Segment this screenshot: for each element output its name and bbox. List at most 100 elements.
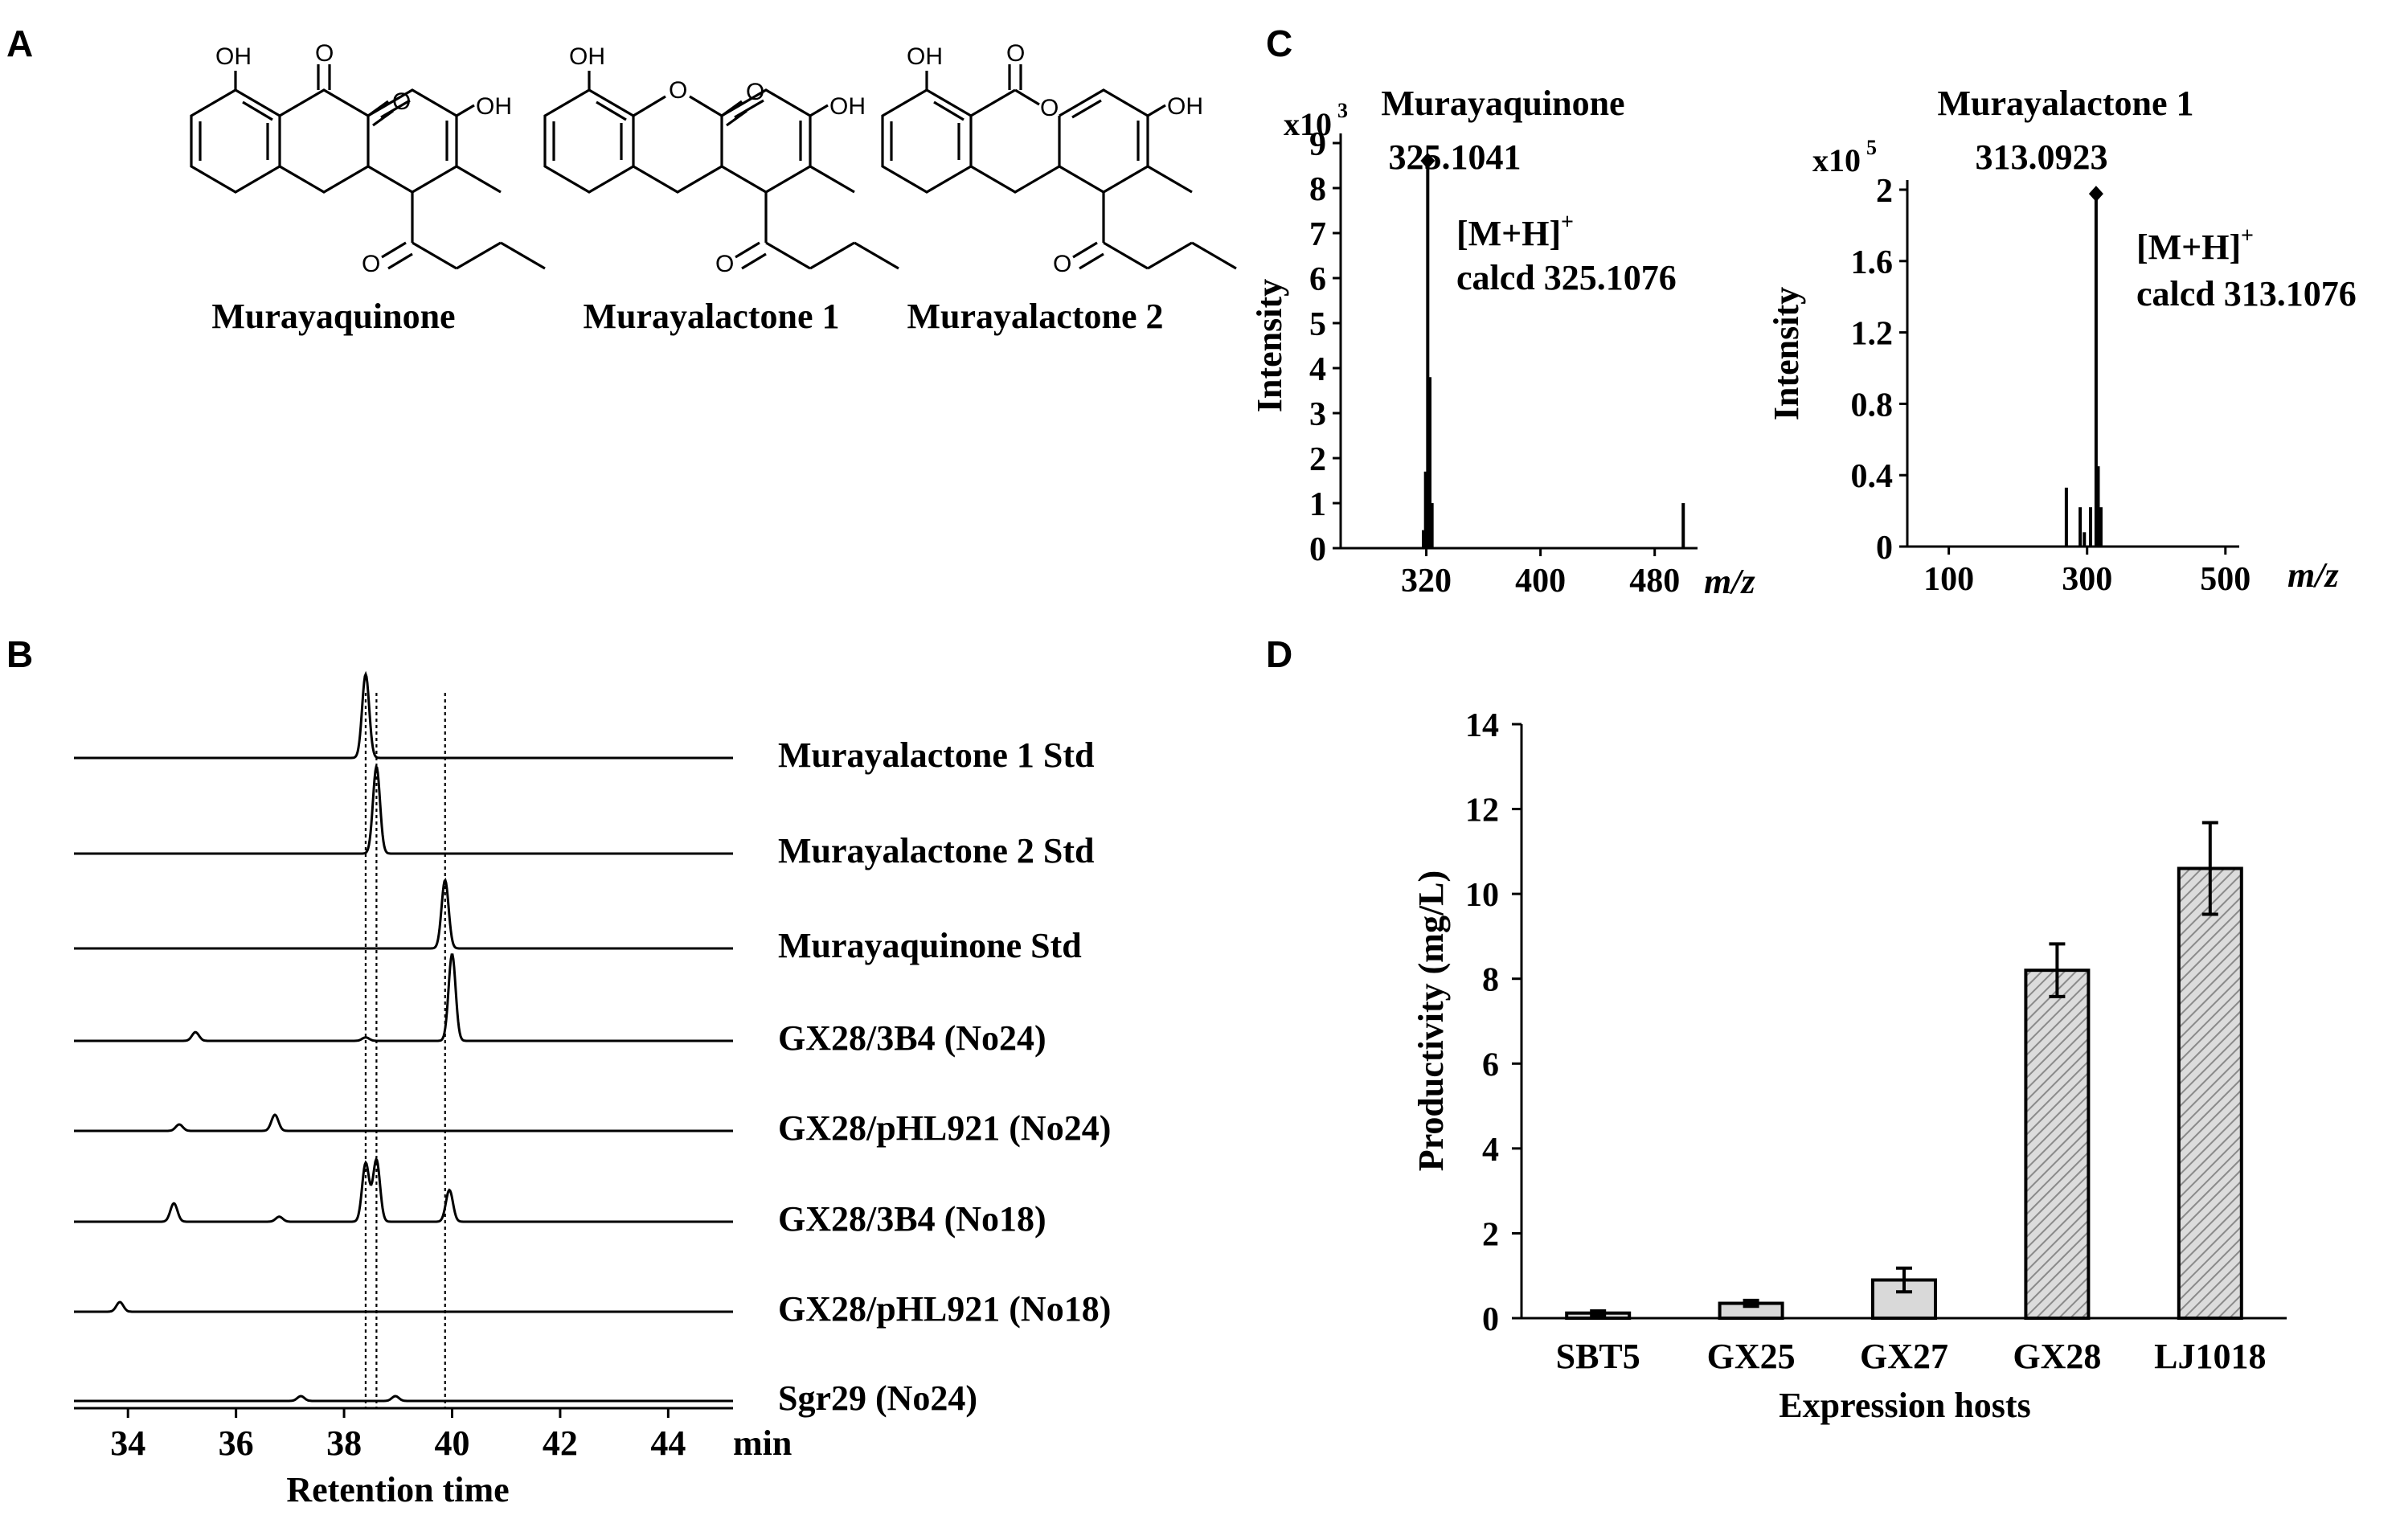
atom-oh-right: OH	[829, 93, 866, 120]
chart-title: Murayalactone 1	[1938, 84, 2194, 123]
x-tick-label: 100	[1923, 561, 1974, 598]
y-axis-title: Intensity	[1767, 287, 1806, 420]
x-tick-label: GX27	[1860, 1337, 1948, 1376]
structure-label: Murayaquinone	[211, 297, 455, 336]
chromatogram-trace	[74, 765, 733, 855]
y-tick-label: 2	[1482, 1216, 1499, 1253]
x-tick-label: 34	[110, 1423, 145, 1463]
ion-label: [M+H]	[1456, 214, 1561, 253]
peak-label: 313.0923	[1976, 137, 2108, 177]
x-axis-title: Retention time	[286, 1470, 509, 1509]
x-tick-label: 300	[2062, 561, 2112, 598]
ion-charge: +	[1561, 210, 1574, 235]
y-tick-label: 1.2	[1851, 316, 1894, 353]
structure-murayalactone-1	[543, 71, 899, 270]
y-multiplier: x10	[1284, 106, 1332, 142]
peak-marker	[1420, 153, 1435, 169]
trace-label: GX28/3B4 (No18)	[778, 1199, 1046, 1239]
y-tick-label: 4	[1482, 1132, 1499, 1169]
atom-oh-top: OH	[907, 43, 943, 70]
atom-o-quinone: O	[392, 88, 411, 115]
x-tick-label: 500	[2200, 561, 2251, 598]
panel-letter-c: C	[1266, 23, 1292, 64]
x-tick-label: 44	[650, 1423, 686, 1463]
y-tick-label: 0	[1876, 530, 1893, 567]
y-tick-label: 6	[1482, 1046, 1499, 1083]
y-tick-label: 10	[1465, 877, 1499, 914]
y-tick-label: 2	[1876, 173, 1893, 210]
chart-title: Murayaquinone	[1381, 84, 1624, 123]
y-tick-label: 0	[1482, 1301, 1499, 1338]
y-tick-label: 3	[1309, 396, 1326, 433]
chromatogram-trace	[74, 878, 733, 950]
structure-murayalactone-2	[881, 64, 1237, 270]
panel-a-structures	[190, 64, 1237, 270]
x-axis-title: m/z	[1704, 562, 1755, 601]
trace-label: Murayalactone 2 Std	[778, 831, 1095, 870]
y-tick-label: 1.6	[1851, 244, 1894, 281]
x-tick-label: 36	[219, 1423, 254, 1463]
calcd-label: calcd 325.1076	[1456, 258, 1677, 297]
structure-murayaquinone	[190, 64, 546, 270]
trace-label: Sgr29 (No24)	[778, 1378, 977, 1418]
y-tick-label: 5	[1309, 306, 1326, 343]
x-unit-label: min	[733, 1423, 792, 1463]
y-multiplier: x10	[1812, 142, 1861, 178]
chromatogram-trace	[74, 1395, 733, 1403]
chromatogram-trace	[74, 1300, 733, 1313]
y-tick-label: 9	[1309, 126, 1326, 163]
y-tick-label: 0.4	[1851, 458, 1894, 495]
ion-label: [M+H]	[2136, 227, 2241, 267]
x-tick-label: 40	[434, 1423, 469, 1463]
trace-label: GX28/pHL921 (No24)	[778, 1108, 1111, 1148]
x-axis-title: m/z	[2287, 555, 2339, 595]
bar	[2024, 969, 2091, 1320]
y-axis-title: Productivity (mg/L)	[1411, 870, 1451, 1171]
y-exponent: 3	[1337, 99, 1348, 122]
x-axis-title: Expression hosts	[1779, 1386, 2030, 1425]
chromatogram-trace	[74, 953, 733, 1042]
y-tick-label: 8	[1482, 962, 1499, 999]
x-tick-label: LJ1018	[2154, 1337, 2266, 1376]
atom-oh-right: OH	[476, 93, 512, 120]
atom-o-ketone: O	[1053, 251, 1071, 277]
x-tick-label: GX25	[1707, 1337, 1796, 1376]
calcd-label: calcd 313.1076	[2136, 274, 2357, 313]
x-tick-label: 480	[1629, 563, 1680, 600]
chromatogram-trace	[74, 1157, 733, 1223]
ion-charge: +	[2241, 223, 2254, 248]
atom-o-ring: O	[669, 77, 687, 104]
y-tick-label: 12	[1465, 793, 1499, 829]
bar	[2177, 866, 2243, 1320]
atom-o-ketone: O	[362, 251, 380, 277]
x-tick-label: SBT5	[1556, 1337, 1640, 1376]
atom-o-quinone: O	[315, 40, 334, 67]
peak-label: 325.1041	[1389, 137, 1522, 177]
y-tick-label: 2	[1309, 441, 1326, 478]
peak-marker	[2088, 186, 2103, 203]
atom-oh-right: OH	[1167, 93, 1203, 120]
y-exponent: 5	[1866, 136, 1877, 159]
trace-label: GX28/pHL921 (No18)	[778, 1289, 1111, 1329]
trace-label: Murayaquinone Std	[778, 926, 1082, 965]
y-tick-label: 1	[1309, 486, 1326, 523]
panel-letter-b: B	[6, 633, 33, 675]
trace-label: Murayalactone 1 Std	[778, 735, 1095, 775]
x-tick-label: GX28	[2013, 1337, 2101, 1376]
x-tick-label: 42	[543, 1423, 578, 1463]
structure-label: Murayalactone 2	[907, 297, 1164, 336]
x-tick-label: 320	[1401, 563, 1452, 600]
panel-letter-a: A	[6, 23, 33, 64]
trace-label: GX28/3B4 (No24)	[778, 1018, 1046, 1058]
y-tick-label: 4	[1309, 351, 1326, 388]
atom-oh-top: OH	[569, 43, 605, 70]
x-tick-label: 400	[1515, 563, 1566, 600]
atom-o-lactone: O	[1006, 40, 1025, 67]
y-tick-label: 8	[1309, 171, 1326, 208]
y-tick-label: 0	[1309, 531, 1326, 568]
chromatogram-trace	[74, 670, 733, 760]
